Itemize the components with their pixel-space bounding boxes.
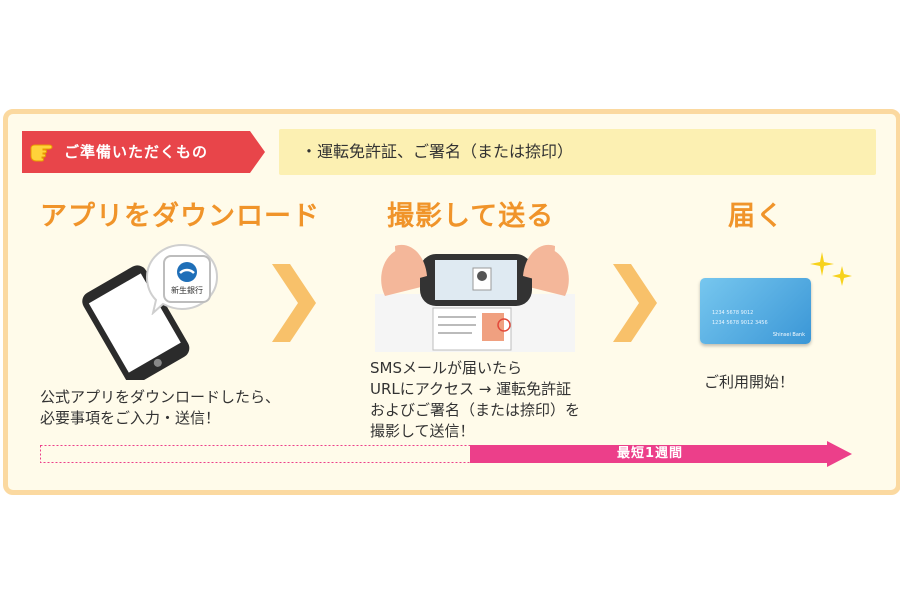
step1-description: 公式アプリをダウンロードしたら、 必要事項をご入力・送信！	[40, 388, 281, 427]
prep-tag-shape	[22, 131, 265, 173]
step3-title: 届く	[728, 201, 784, 232]
id-card-icon	[432, 307, 512, 351]
seal-stamp-icon	[497, 318, 511, 332]
chevron-right-icon	[272, 264, 316, 342]
chevron-right-icon	[613, 264, 657, 342]
app-icon-label: 新生銀行	[171, 286, 203, 295]
step1-title: アプリをダウンロード	[40, 201, 320, 232]
app-icon: 新生銀行	[163, 255, 211, 303]
prep-tag-label: ご準備いただくもの	[64, 143, 209, 161]
card-brand: Shinsei Bank	[772, 332, 805, 338]
card-number-line2: 1234 5678 9012 3456	[712, 320, 768, 326]
card-number-line1: 1234 5678 9012	[712, 310, 754, 316]
camera-phone-icon	[375, 244, 575, 352]
prep-tag: ご準備いただくもの	[22, 131, 265, 173]
timeline-label: 最短1週間	[616, 446, 684, 461]
step2-title: 撮影して送る	[387, 201, 555, 232]
sparkle-icon	[810, 252, 852, 286]
arrow-right-icon	[40, 441, 852, 467]
hand-pointing-icon	[30, 144, 53, 162]
prep-items-box: ・運転免許証、ご署名（または捺印）	[279, 129, 876, 175]
step3-description: ご利用開始！	[704, 373, 795, 391]
bank-logo-icon	[177, 262, 197, 282]
step2-description: SMSメールが届いたら URLにアクセス → 運転免許証 およびご署名（または捺…	[370, 359, 581, 440]
timeline-arrow: 最短1週間	[40, 441, 852, 475]
prep-items-text: ・運転免許証、ご署名（または捺印）	[301, 142, 574, 161]
card-icon: 1234 5678 9012 1234 5678 9012 3456 Shins…	[700, 278, 811, 344]
smartphone-icon	[82, 265, 190, 380]
